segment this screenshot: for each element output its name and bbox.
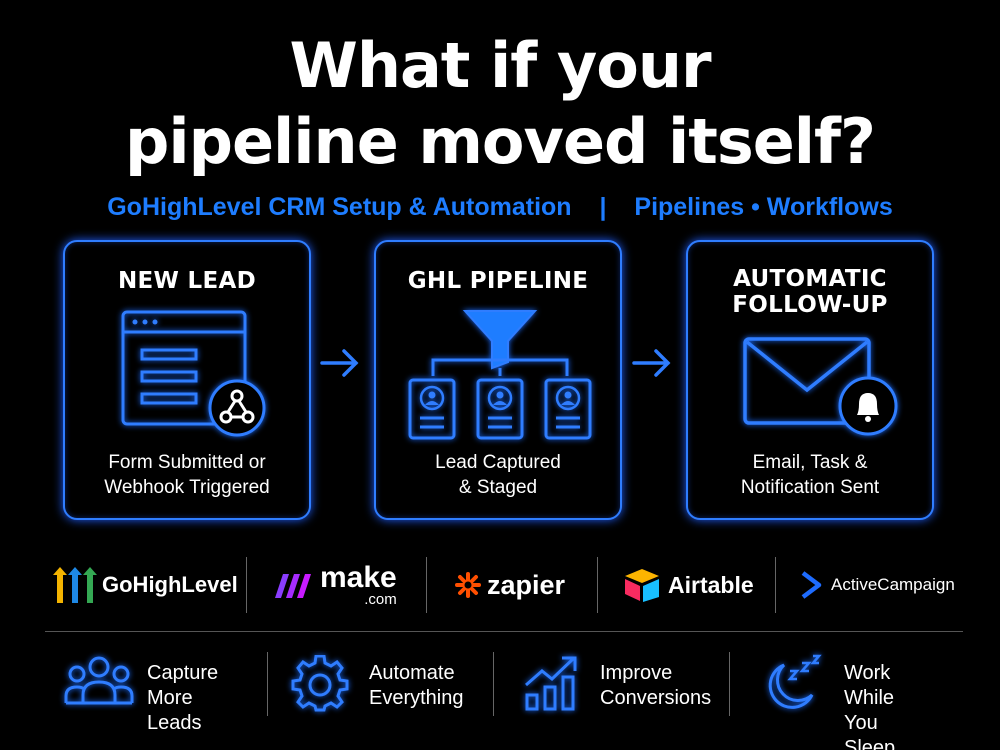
card-automatic-follow-up: AUTOMATIC FOLLOW-UP Email, Task & Notifi… (686, 240, 934, 520)
integration-activecampaign: ActiveCampaign (800, 555, 955, 615)
gohighlevel-logo (53, 567, 97, 603)
benefit-line: Capture (147, 662, 219, 684)
zapier-label: zapier (487, 569, 566, 600)
card-desc-line: Email, Task & (752, 452, 868, 473)
card-desc-line: & Staged (458, 477, 538, 498)
benefit-line: Conversions (600, 687, 712, 709)
benefit-divider (729, 652, 730, 716)
gohighlevel-label: GoHighLevel (102, 572, 238, 597)
card-desc-line: Webhook Triggered (104, 477, 270, 498)
card-description: Form Submitted or Webhook Triggered (65, 450, 309, 500)
card-desc-line: Notification Sent (740, 477, 880, 498)
integration-gohighlevel: GoHighLevel (52, 555, 238, 615)
benefit-line: Automate (369, 662, 455, 684)
card-title-line: AUTOMATIC (733, 266, 887, 292)
logo-divider (246, 557, 247, 613)
card-title: NEW LEAD (118, 268, 256, 294)
card-desc-line: Form Submitted or (108, 452, 266, 473)
benefit-divider (267, 652, 268, 716)
headline-line-1: What if your (289, 29, 711, 102)
zapier-logo (455, 572, 481, 598)
benefit-text: Improve Conversions (600, 661, 711, 711)
logo-divider (597, 557, 598, 613)
people-icon (64, 656, 134, 705)
card-title: AUTOMATIC FOLLOW-UP (688, 266, 932, 318)
moon-sleep-icon (768, 654, 822, 709)
benefit-line: You Sleep (844, 712, 896, 750)
headline: What if your pipeline moved itself? (0, 28, 1000, 180)
make-logo (275, 574, 311, 598)
benefit-divider (493, 652, 494, 716)
card-ghl-pipeline: GHL PIPELINE Lead Captured & Staged (374, 240, 622, 520)
card-new-lead: NEW LEAD Form Submitted or Webhook Trigg… (63, 240, 311, 520)
card-description: Email, Task & Notification Sent (688, 450, 932, 500)
airtable-logo (625, 569, 659, 602)
benefit-line: More Leads (147, 687, 202, 734)
logo-divider (775, 557, 776, 613)
benefit-text: Automate Everything (369, 661, 464, 711)
envelope-bell-icon (743, 337, 898, 436)
subheadline: GoHighLevel CRM Setup & Automation | Pip… (0, 193, 1000, 222)
activecampaign-label: ActiveCampaign (831, 575, 955, 594)
card-title: GHL PIPELINE (407, 268, 589, 294)
webform-webhook-icon (121, 310, 266, 437)
funnel-contacts-icon (408, 310, 592, 440)
arrow-right-icon (632, 349, 671, 377)
integration-airtable: Airtable (622, 555, 754, 615)
airtable-label: Airtable (668, 571, 754, 598)
arrow-right-icon (320, 349, 359, 377)
activecampaign-logo (801, 571, 822, 599)
card-description: Lead Captured & Staged (376, 450, 620, 500)
benefit-text: Work While You Sleep (844, 661, 895, 750)
logo-divider (426, 557, 427, 613)
benefit-line: Work While (844, 662, 895, 709)
benefit-text: Capture More Leads (147, 661, 218, 736)
integration-make: make .com (272, 555, 397, 615)
subheadline-left: GoHighLevel CRM Setup & Automation (107, 193, 572, 221)
card-desc-line: Lead Captured (435, 452, 561, 473)
subheadline-right: Pipelines • Workflows (634, 193, 893, 221)
section-divider (45, 631, 963, 632)
benefit-line: Everything (369, 687, 464, 709)
integration-zapier: zapier (455, 555, 565, 615)
gear-icon (291, 655, 349, 712)
card-title-line: FOLLOW-UP (732, 292, 888, 318)
make-sub-label: .com (364, 591, 397, 608)
headline-line-2: pipeline moved itself? (124, 105, 876, 178)
growth-chart-icon (525, 656, 577, 711)
subheadline-separator: | (599, 193, 607, 221)
make-label: make (320, 561, 397, 594)
benefit-line: Improve (600, 662, 673, 684)
